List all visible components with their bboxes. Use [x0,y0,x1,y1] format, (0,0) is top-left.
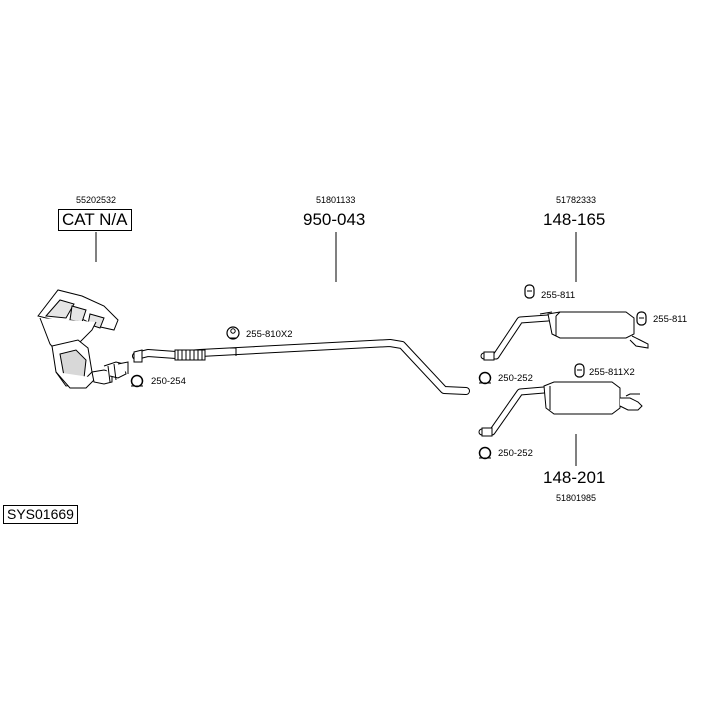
clamp-icon [130,374,144,388]
fitting-label-mount-rear-a-left[interactable]: 255-811 [541,290,576,301]
diagram-code: SYS01669 [3,505,78,524]
part-number-rear-silencer-b[interactable]: 148-201 [543,468,606,487]
part-number-rear-silencer-a[interactable]: 148-165 [543,210,606,229]
rubber-mount-icon [574,363,585,378]
oem-number-cat: 55202532 [76,195,117,205]
clamp-icon [478,371,492,385]
fitting-label-clamp-rear-b[interactable]: 250-252 [498,448,533,459]
rubber-mount-icon [226,326,240,340]
fitting-label-mount-middle[interactable]: 255-810X2 [246,329,293,340]
fitting-label-clamp-rear-a[interactable]: 250-252 [498,373,533,384]
rubber-mount-icon [636,311,647,326]
rear-silencer-a-drawing [480,311,649,361]
part-number-middle-pipe[interactable]: 950-043 [303,210,366,229]
fitting-label-clamp-cat[interactable]: 250-254 [151,376,186,387]
catalyst-manifold-drawing [37,289,129,389]
fitting-label-mount-rear-a-right[interactable]: 255-811 [653,314,688,325]
oem-number-rear-silencer-b: 51801985 [556,493,597,503]
oem-number-rear-silencer-a: 51782333 [556,195,597,205]
clamp-icon [478,446,492,460]
rear-silencer-b-drawing [478,381,643,437]
oem-number-middle-pipe: 51801133 [316,195,356,205]
middle-pipe-drawing [132,339,470,395]
part-number-cat[interactable]: CAT N/A [58,209,132,231]
rubber-mount-icon [524,284,535,299]
fitting-label-mount-rear-b[interactable]: 255-811X2 [589,367,635,378]
